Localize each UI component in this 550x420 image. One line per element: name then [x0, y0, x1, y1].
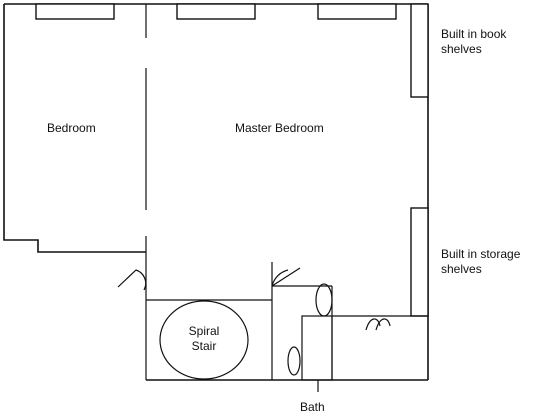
callout-storage-shelves-line1: Built in storage	[441, 247, 521, 261]
door-swing-stair	[117, 269, 147, 291]
bath-fixture-top	[315, 283, 333, 317]
spiral-stair	[159, 300, 249, 380]
label-bedroom: Bedroom	[47, 121, 96, 135]
callout-storage-shelves: Built in storage shelves	[441, 247, 520, 277]
callout-storage-shelves-line2: shelves	[441, 262, 482, 276]
outer-wall-west	[3, 4, 146, 253]
window-master-right	[317, 3, 397, 20]
closet-door-swing-1	[365, 318, 381, 331]
window-bedroom	[35, 3, 115, 20]
bath-vanity	[301, 315, 333, 381]
window-master-left	[176, 3, 256, 20]
callout-book-shelves-line2: shelves	[441, 42, 482, 56]
label-spiral-stair: Spiral Stair	[182, 324, 226, 354]
callout-book-shelves-line1: Built in book	[441, 27, 507, 41]
closet-door-swing-2	[375, 318, 391, 331]
bath-fixture-sink	[287, 346, 301, 376]
callout-book-shelves: Built in book shelves	[441, 27, 506, 57]
built-in-book-shelves	[410, 3, 429, 98]
label-spiral-stair-line1: Spiral	[188, 324, 220, 338]
built-in-storage-shelves	[410, 207, 429, 317]
label-master-bedroom: Master Bedroom	[235, 121, 324, 135]
label-bath: Bath	[300, 400, 325, 414]
door-swing-bath	[271, 267, 301, 287]
label-spiral-stair-line2: Stair	[191, 339, 217, 353]
